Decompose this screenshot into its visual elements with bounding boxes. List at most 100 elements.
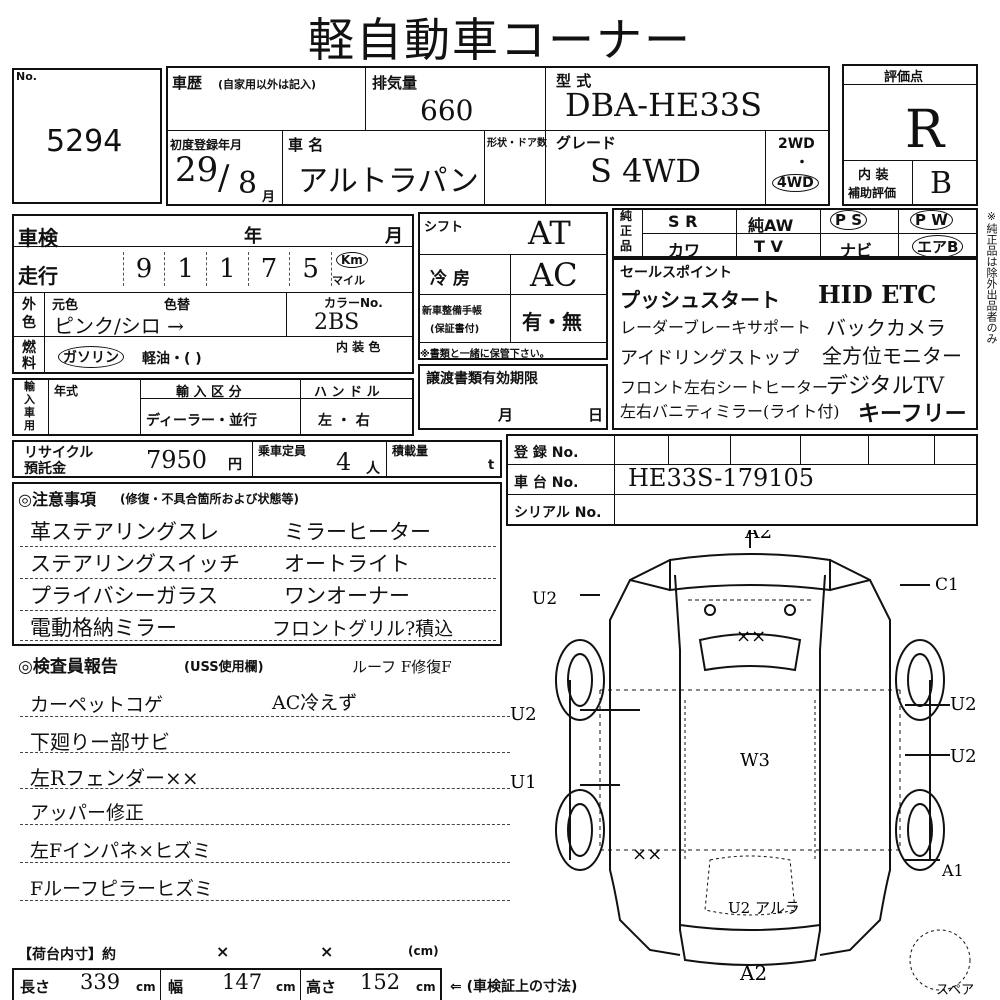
warranty-label-2: (保証書付) [430,324,480,335]
first-reg-month-unit: 月 [262,190,276,205]
sp-left-1: プッシュスタート [620,288,780,312]
lot-number: 5294 [46,124,123,159]
equip-ps: P S [830,210,868,230]
interior-label: 内 装 [858,168,889,183]
serial-no-label: シリアル No. [514,505,602,521]
note-7: 電動格納ミラー [30,616,177,640]
interior-color-label: 内 装 色 [336,340,381,354]
specs-left-box [12,214,414,374]
mileage-label: 走行 [18,264,58,288]
mark-top-a2: A2 [744,530,772,543]
height-unit: cm [416,980,436,994]
import-year-label: 年式 [54,384,79,398]
drive-4wd: 4WD [772,174,819,192]
inspector-line-4: アッパー修正 [30,802,145,824]
height-label: 高さ [306,978,337,996]
transfer-month: 月 [498,406,514,424]
import-box [12,378,414,436]
shaken-month: 月 [385,226,403,247]
registration-box [506,434,978,526]
inspector-line-1: カーペットコゲ [30,694,164,716]
mark-u2-topleft: U2 [532,589,557,609]
import-side: 輸入車用 [24,380,35,432]
first-reg-year: 29 [175,150,219,190]
inspector-line-5: 左Fインパネ×ヒズミ [30,840,212,862]
first-reg-month: 8 [238,166,258,201]
length-label: 長さ [20,978,51,996]
car-name-value: アルトラパン [298,164,479,199]
cargo-x2: × [320,942,334,961]
shaken-label: 車検 [18,226,58,250]
note-8: フロントグリル?積込 [272,618,454,640]
color-value: ピンク/シロ → [54,314,184,338]
notes-label: ◎注意事項 [18,490,96,509]
rating-value: R [905,100,945,160]
mark-c1: C1 [935,575,959,595]
equipment-side: 純正品 [620,209,633,253]
fuel-value: ガソリン [58,346,124,368]
lot-number-box [12,68,162,204]
inspector-line-6: Fルーフピラーヒズミ [30,878,214,900]
warranty-label: 新車整備手帳 [422,306,482,317]
cargo-x1: × [216,942,230,961]
shaken-year: 年 [244,226,262,247]
sp-left-2: レーダーブレーキサポート [620,318,812,337]
mileage-mile: マイル [332,274,365,287]
sp-right-4: デジタルTV [826,374,945,399]
shift-ac-box [418,212,608,360]
exterior-color-side: 外色 [22,297,36,331]
width-label: 幅 [168,978,184,996]
rating-label: 評価点 [884,70,924,85]
inspector-line-1b: AC冷えず [272,692,358,714]
reg-no-label: 登 録 No. [514,445,579,461]
equip-aw: 純AW [748,216,794,235]
spare-label: スペア [936,983,974,998]
load-unit: t [488,458,495,473]
sales-points-label: セールスポイント [620,265,732,281]
note-1: 革ステアリングスレ [30,520,219,544]
interior-value: B [930,166,953,201]
sp-left-4: フロント左右シートヒーター [620,378,829,397]
odometer-digit: 7 [249,252,291,286]
recycle-value: 7950 [146,446,208,474]
odometer-digit: 5 [290,252,332,286]
note-3: ステアリングスイッチ [30,552,240,576]
grade-value: S 4WD [590,152,701,190]
inspector-line-2: 下廻りー部サビ [30,730,170,754]
aux-rating-label: 補助評価 [848,186,897,200]
sales-points-box [612,258,978,430]
displacement-value: 660 [420,94,474,127]
height-value: 152 [360,970,401,994]
fuel-options: 軽油・( ) [142,351,202,367]
color-code-label: カラーNo. [324,296,383,310]
length-value: 339 [80,970,121,994]
cargo-unit: (cm) [408,944,439,958]
handle-value: 左 ・ 右 [318,413,370,429]
warranty-value: 有・無 [522,310,582,334]
fuel-side: 燃料 [22,340,36,372]
equip-sr: S R [668,212,698,231]
notes-box [12,482,502,646]
orig-color-label: 元色 [52,298,79,313]
sp-right-1: HID ETC [818,280,937,309]
sp-right-3: 全方位モニター [822,344,962,368]
model-type-label: 型 式 [556,72,592,90]
sp-left-5: 左右バニティミラー(ライト付) [620,402,840,421]
capacity-label: 乗車定員 [258,444,307,458]
dims-note: ⇐ (車検証上の寸法) [450,979,578,995]
width-unit: cm [276,980,296,994]
notes-label-note: (修復・不具合箇所および状態等) [120,492,299,506]
warranty-note: ※書類と一緒に保管下さい。 [420,349,550,360]
page-title: 軽自動車コーナー [308,13,692,67]
drive-2wd: 2WD [778,136,815,152]
cargo-label: 【荷台内寸】約 [18,947,116,963]
load-label: 積載量 [392,444,429,458]
note-4: オートライト [284,552,410,576]
first-reg-label: 初度登録年月 [170,138,243,152]
length-unit: cm [136,980,156,994]
sp-left-3: アイドリングストップ [620,348,800,369]
rating-box [842,64,978,206]
width-value: 147 [222,970,263,994]
grade-label: グレード [556,134,617,152]
